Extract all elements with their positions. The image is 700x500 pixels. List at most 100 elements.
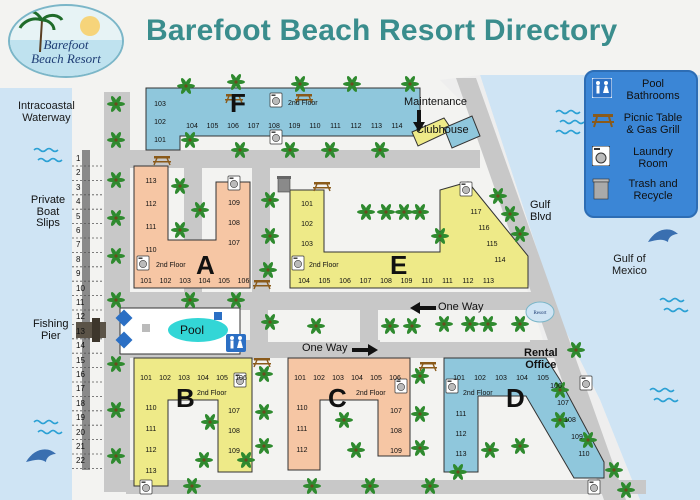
palm-tree-icon: [479, 316, 497, 332]
one-way-arrow-left: [410, 302, 436, 314]
room-number: 115: [486, 241, 497, 248]
room-number: 105: [218, 278, 230, 285]
room-number: 109: [571, 434, 583, 441]
room-number: 106: [389, 375, 401, 382]
laundry-icon: [579, 375, 593, 391]
boat-slip-number: 13: [76, 326, 85, 336]
room-number: 102: [301, 221, 313, 228]
wave-mark: [559, 119, 585, 125]
room-number: 108: [564, 417, 576, 424]
wave-mark: [33, 419, 59, 425]
boat-slip-number: 3: [76, 182, 81, 192]
boat-slip-number: 20: [76, 427, 85, 437]
palm-tree-icon: [281, 142, 299, 158]
room-number: 103: [495, 375, 507, 382]
building-a: [133, 165, 251, 289]
palm-tree-icon: [481, 442, 499, 458]
palm-tree-icon: [421, 478, 439, 494]
laundry-icon: [136, 255, 150, 271]
second-floor-label-d: 2nd Floor: [463, 390, 493, 397]
rental-office-label: Rental Office: [524, 347, 558, 371]
private-boat-slips-label: Private Boat Slips: [30, 194, 66, 230]
gulf-label: Gulf of Mexico: [612, 253, 647, 277]
palm-tree-icon: [303, 478, 321, 494]
building-f: [145, 87, 421, 151]
one-way-arrow-right: [352, 344, 378, 356]
palm-tree-icon: [361, 478, 379, 494]
palm-tree-icon: [501, 206, 519, 222]
palm-tree-icon: [171, 222, 189, 238]
palm-tree-icon: [261, 228, 279, 244]
room-number: 110: [578, 451, 589, 458]
boat-slip-number: 11: [76, 298, 85, 307]
room-number: 101: [154, 137, 166, 144]
resort-sign-icon: Resort: [525, 301, 555, 323]
palm-tree-icon: [511, 438, 529, 454]
building-b-letter: B: [176, 383, 195, 413]
palm-tree-icon: [227, 292, 245, 308]
room-number: 109: [401, 278, 413, 285]
intracoastal-water: [0, 88, 72, 500]
gulf-blvd-label: Gulf Blvd: [530, 199, 552, 223]
boat-slip-number: 1: [76, 154, 81, 163]
room-number: 108: [380, 278, 392, 285]
room-number: 110: [309, 123, 320, 130]
laundry-rooms: [136, 92, 601, 495]
logo-line-1: Barefoot: [43, 37, 89, 52]
palm-tree-icon: [411, 204, 429, 220]
room-number: 108: [268, 123, 280, 130]
room-number: 112: [145, 201, 156, 208]
palm-tree-icon: [431, 228, 449, 244]
room-number: 102: [159, 375, 171, 382]
palm-tree-icon: [321, 142, 339, 158]
restroom-icon: [226, 334, 246, 352]
room-number: 111: [297, 426, 308, 433]
palm-trees: [107, 74, 635, 498]
room-number: 101: [301, 201, 313, 208]
room-number: 103: [154, 101, 166, 108]
room-number: 114: [391, 123, 402, 130]
room-number: 101: [140, 278, 152, 285]
palm-tree-icon: [177, 78, 195, 94]
boat-slip-number: 8: [76, 254, 81, 264]
building-e: [289, 181, 529, 289]
boat-slip-number: 12: [76, 312, 85, 322]
room-numbers: 103 102 101 104 105 106 107 108 109 110 111 112 113 1…: [140, 101, 590, 475]
laundry-icon: [291, 255, 305, 271]
room-number: 111: [330, 123, 341, 130]
boat-slip-number: 10: [76, 283, 85, 293]
room-number: 106: [227, 123, 239, 130]
palm-tree-icon: [605, 462, 623, 478]
picnic-table-icon: [592, 113, 614, 135]
wave-mark: [37, 157, 63, 163]
room-number: 104: [298, 278, 310, 285]
second-floor-label-f: 2nd Floor: [288, 100, 318, 107]
room-number: 111: [442, 278, 453, 285]
palm-tree-icon: [551, 382, 569, 398]
palm-tree-icon: [107, 356, 125, 372]
laundry-icon: [394, 378, 408, 394]
palm-tree-icon: [255, 404, 273, 420]
palm-tree-icon: [401, 76, 419, 92]
room-number: 105: [370, 375, 382, 382]
room-number: 113: [455, 451, 466, 458]
svg-text:Resort: Resort: [533, 311, 547, 316]
room-number: 110: [145, 405, 156, 412]
room-number: 109: [289, 123, 301, 130]
wave-mark: [663, 307, 689, 313]
room-number: 107: [390, 408, 402, 415]
trash-can-icon: [277, 176, 291, 193]
logo-line-2: Beach Resort: [31, 51, 101, 66]
room-number: 108: [390, 428, 402, 435]
page-title: Barefoot Beach Resort Directory: [146, 14, 618, 47]
room-number: 107: [228, 408, 240, 415]
palm-tree-icon: [511, 226, 529, 242]
trash-can-icon: [592, 178, 614, 201]
palm-tree-icon: [201, 414, 219, 430]
boat-slip-number: 14: [76, 341, 85, 351]
palm-tree-icon: [551, 412, 569, 428]
palm-tree-icon: [435, 316, 453, 332]
palm-tree-icon: [291, 76, 309, 92]
